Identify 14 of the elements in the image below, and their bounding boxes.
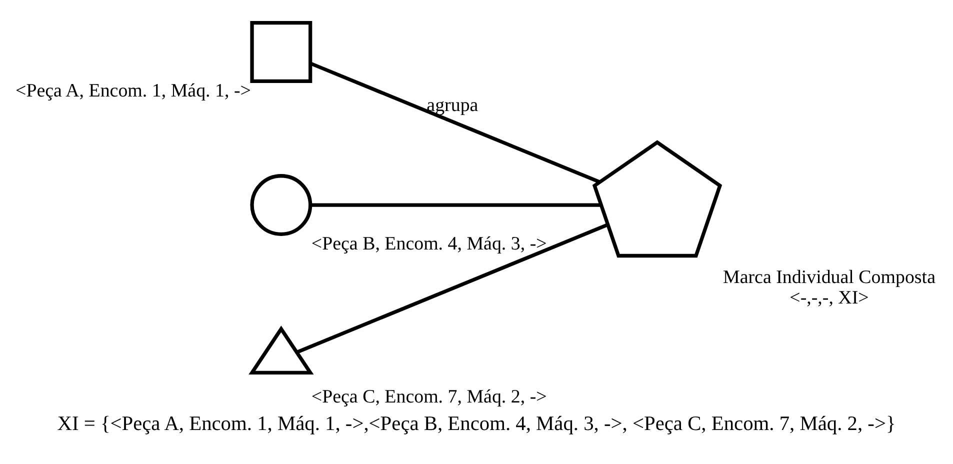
- connector: [310, 62, 600, 184]
- node-label: <Peça C, Encom. 7, Máq. 2, ->: [311, 386, 547, 408]
- node-circle: [250, 174, 312, 236]
- node-box: [250, 21, 312, 83]
- node-triangle: [248, 326, 314, 374]
- connector: [310, 203, 602, 207]
- node-label: Marca Individual Composta: [723, 266, 936, 288]
- caption: XI = {<Peça A, Encom. 1, Máq. 1, ->,<Peça B, Encom. 4, Máq. 3, ->, <Peça C, Encom. 7, Máq. 2, ->}: [57, 412, 896, 435]
- node-pentagon: [592, 140, 722, 258]
- edge-label: agrupa: [426, 94, 478, 116]
- connector: [296, 223, 608, 354]
- node-label: <Peça B, Encom. 4, Máq. 3, ->: [311, 233, 547, 254]
- node-label: <-,-,-, XI>: [790, 287, 869, 308]
- node-label: <Peça A, Encom. 1, Máq. 1, ->: [16, 80, 251, 102]
